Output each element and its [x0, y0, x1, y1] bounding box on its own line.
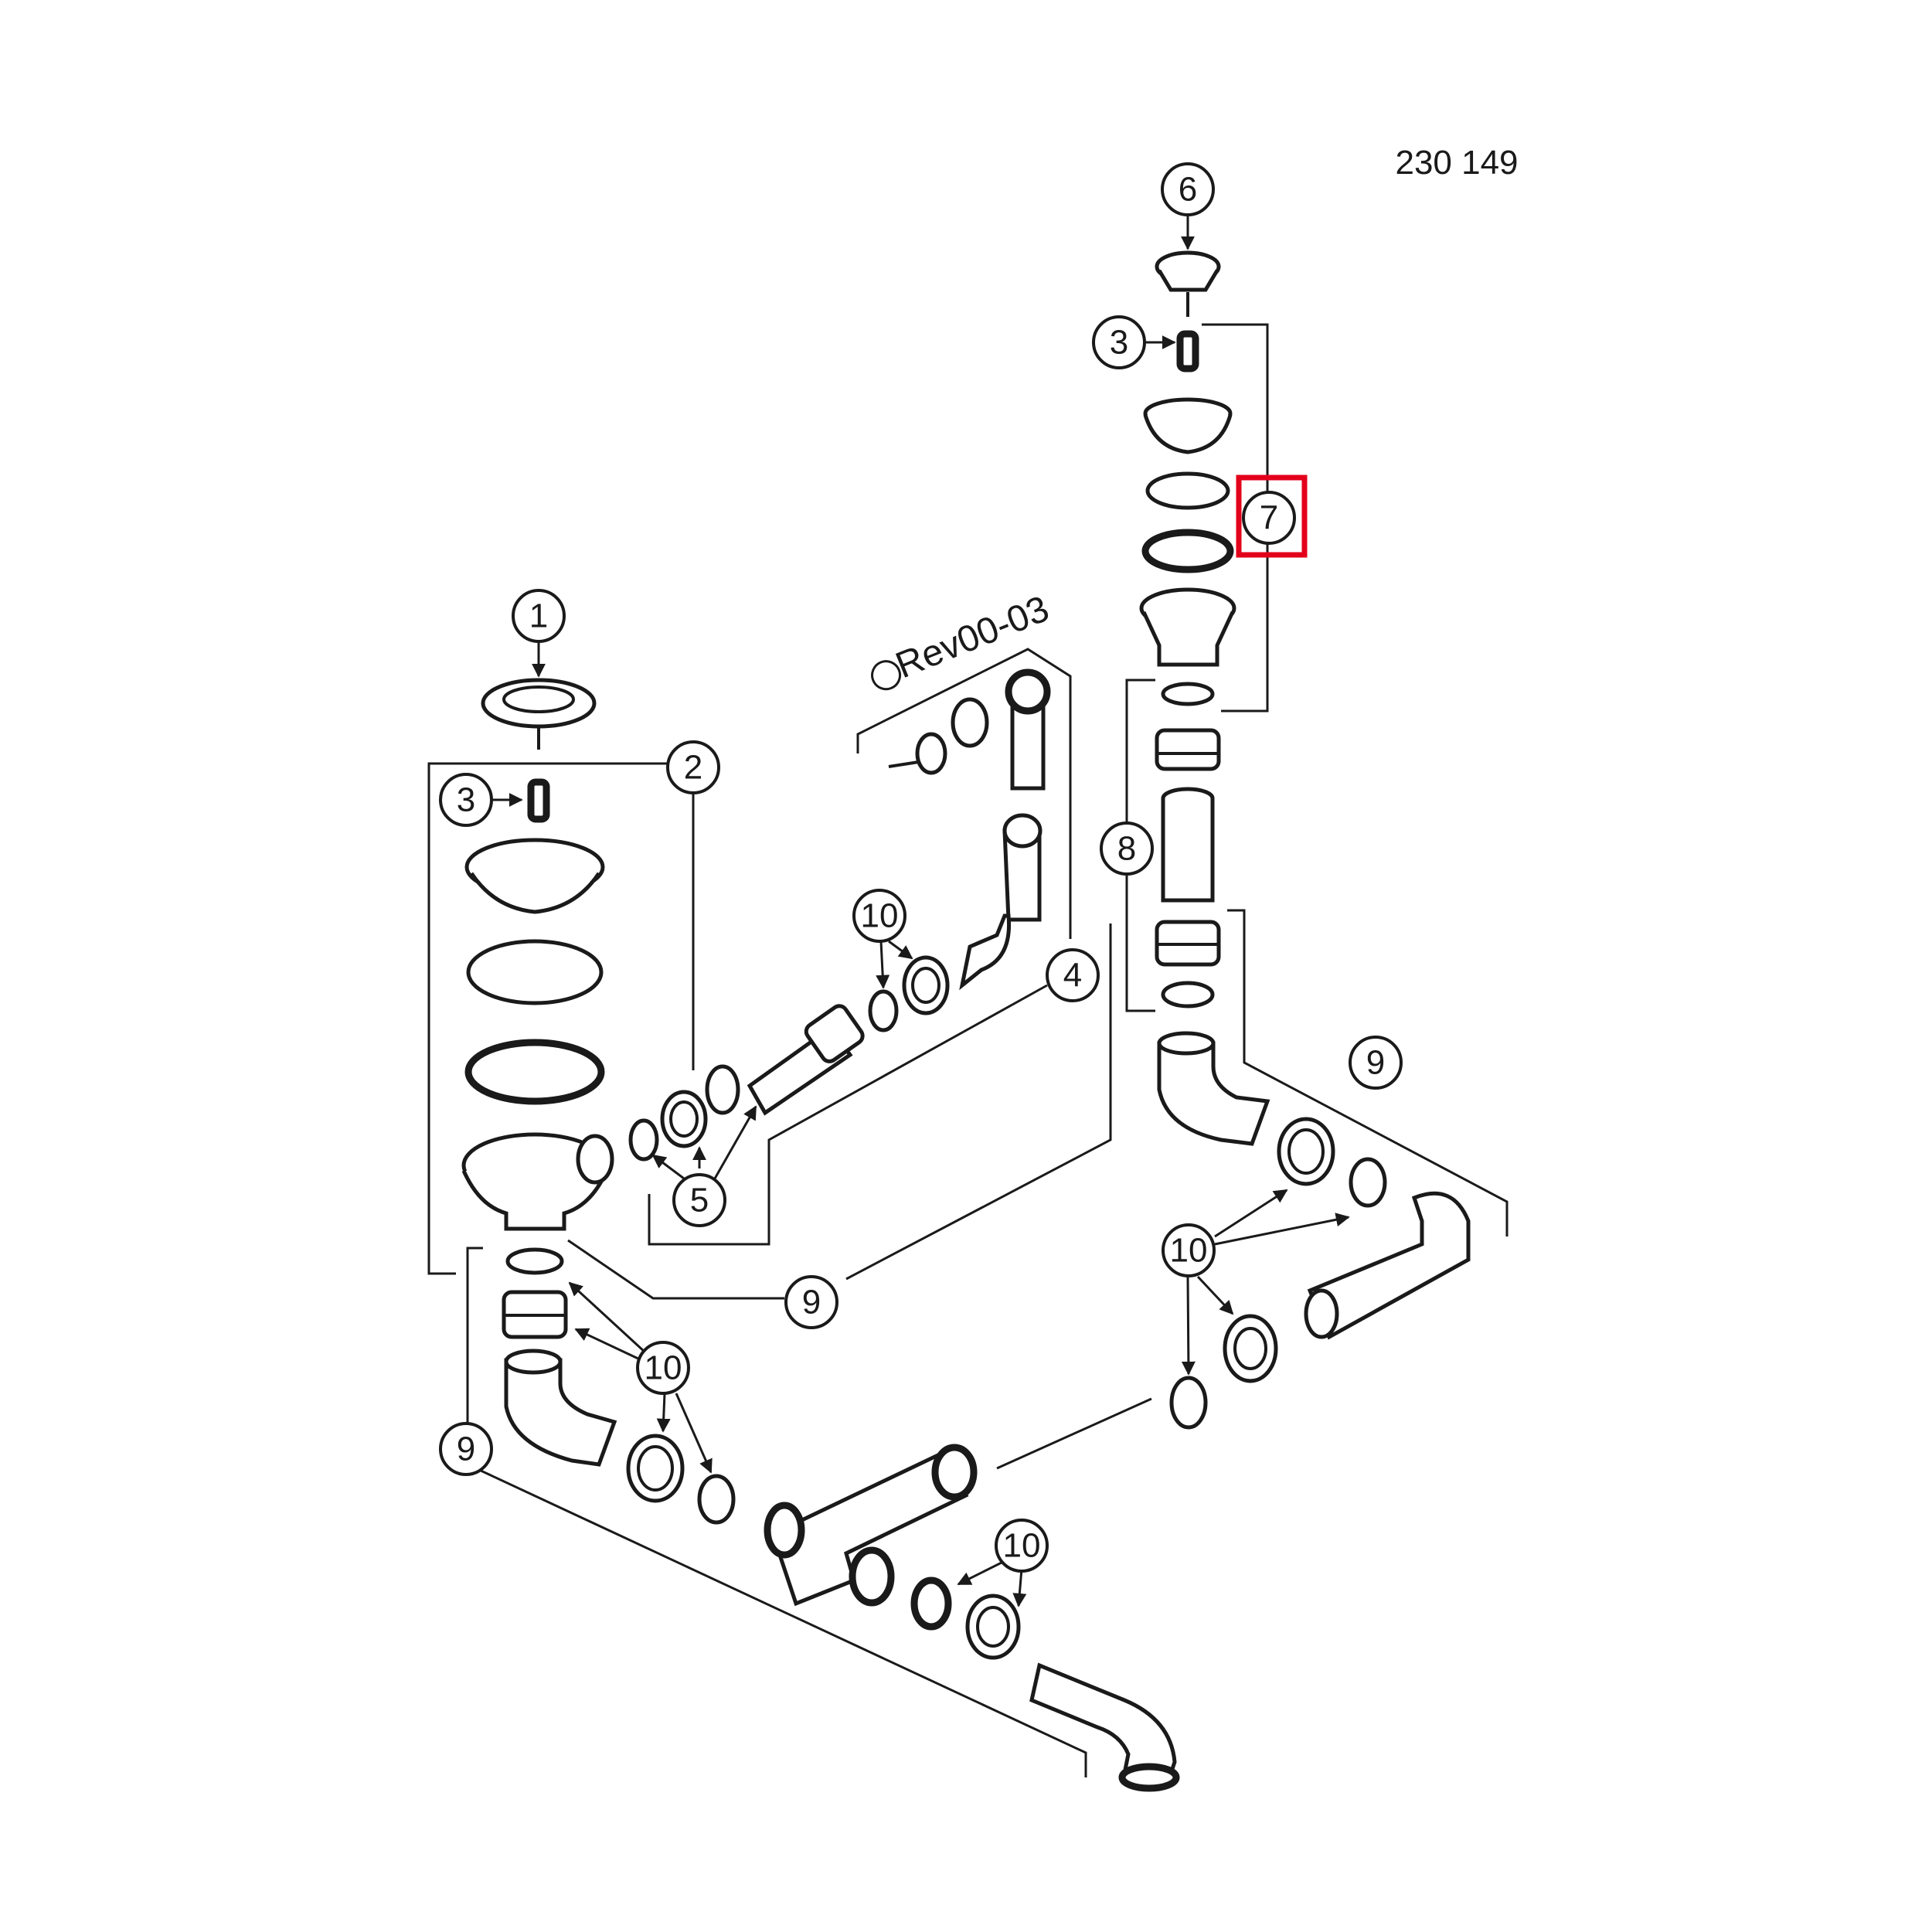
nut-right-mid [1223, 1314, 1278, 1383]
washer-trap [910, 1577, 952, 1631]
callout-7[interactable]: 7 [1236, 474, 1308, 558]
nut-overflow [660, 1090, 708, 1148]
nut-left [502, 1290, 568, 1339]
nut-trap [965, 1594, 1021, 1660]
callout-2: 2 [666, 740, 720, 794]
callout-3-left: 3 [439, 773, 493, 827]
bracket-4 [856, 648, 1072, 939]
callout-10-right: 10 [1162, 1223, 1216, 1277]
bracket-9-mid [845, 923, 1112, 1281]
drawing-number: 230 149 [1395, 144, 1518, 182]
callout-6: 6 [1161, 162, 1215, 216]
gasket-thin-left [466, 939, 604, 1005]
svg-text:8: 8 [1117, 830, 1136, 868]
svg-text:2: 2 [684, 749, 702, 787]
callout-10-left: 10 [636, 1341, 690, 1395]
elbow-right [1157, 1041, 1270, 1146]
elbow-left [504, 1358, 617, 1467]
washer-right-mid [1169, 1376, 1208, 1430]
callout-8: 8 [1100, 821, 1154, 876]
svg-text:1: 1 [529, 597, 548, 635]
spring-left [527, 778, 550, 823]
callout-1: 1 [512, 589, 566, 643]
basket-left [464, 838, 605, 914]
nut-left-branch [626, 1434, 685, 1503]
svg-text:10: 10 [1003, 1527, 1041, 1565]
svg-text:3: 3 [457, 781, 475, 819]
svg-text:7: 7 [1260, 499, 1278, 537]
washer-left [505, 1247, 564, 1275]
pipe-right-vertical [1161, 787, 1215, 903]
callout-10-trap: 10 [995, 1519, 1049, 1573]
waste-body-right [1139, 587, 1236, 667]
spring-right [1176, 330, 1199, 372]
washer-left-branch [697, 1474, 736, 1525]
callout-9-right: 9 [1349, 1036, 1403, 1090]
svg-text:10: 10 [1170, 1232, 1208, 1270]
callout-10-overflow: 10 [852, 889, 906, 943]
gasket-thick-left [464, 1039, 605, 1105]
callout-4: 4 [1046, 948, 1100, 1002]
nut-overflow-2 [902, 955, 950, 1015]
elbow-right-branch [1307, 1191, 1471, 1340]
waste-body-left [461, 1132, 614, 1231]
svg-text:5: 5 [690, 1182, 709, 1219]
svg-text:10: 10 [645, 1349, 682, 1387]
washer-overflow-left [628, 1118, 659, 1162]
svg-text:6: 6 [1179, 171, 1197, 209]
svg-text:9: 9 [1366, 1044, 1385, 1082]
callout-3-right: 3 [1092, 315, 1146, 369]
callout-7-highlight-box [1236, 474, 1308, 558]
svg-text:3: 3 [1110, 324, 1128, 362]
svg-text:10: 10 [861, 897, 899, 935]
leader-lines [488, 216, 1350, 1607]
bracket-9-right [1227, 909, 1509, 1236]
bracket-2 [427, 762, 456, 1275]
callout-5: 5 [672, 1173, 726, 1227]
basket-right [1143, 397, 1233, 454]
gasket-thick-right [1141, 529, 1234, 573]
nut-right-upper [1155, 728, 1221, 771]
nut-right-branch-1 [1277, 1117, 1335, 1186]
strainer-plug-right [1155, 250, 1221, 317]
strainer-plug-left [481, 678, 597, 750]
washer-right-lower [1161, 981, 1215, 1009]
gasket-thin-right [1145, 471, 1230, 510]
nut-right-lower [1155, 920, 1221, 967]
washer-overflow-2 [868, 989, 899, 1032]
svg-text:9: 9 [457, 1430, 475, 1468]
overflow-assembly [705, 668, 1051, 1116]
svg-text:9: 9 [802, 1284, 821, 1321]
svg-text:4: 4 [1063, 957, 1082, 995]
washer-right-branch [1349, 1157, 1387, 1208]
trap-tee [764, 1444, 978, 1607]
callout-9-mid: 9 [784, 1275, 838, 1329]
callout-9-left: 9 [439, 1422, 493, 1476]
washer-right [1161, 682, 1215, 706]
